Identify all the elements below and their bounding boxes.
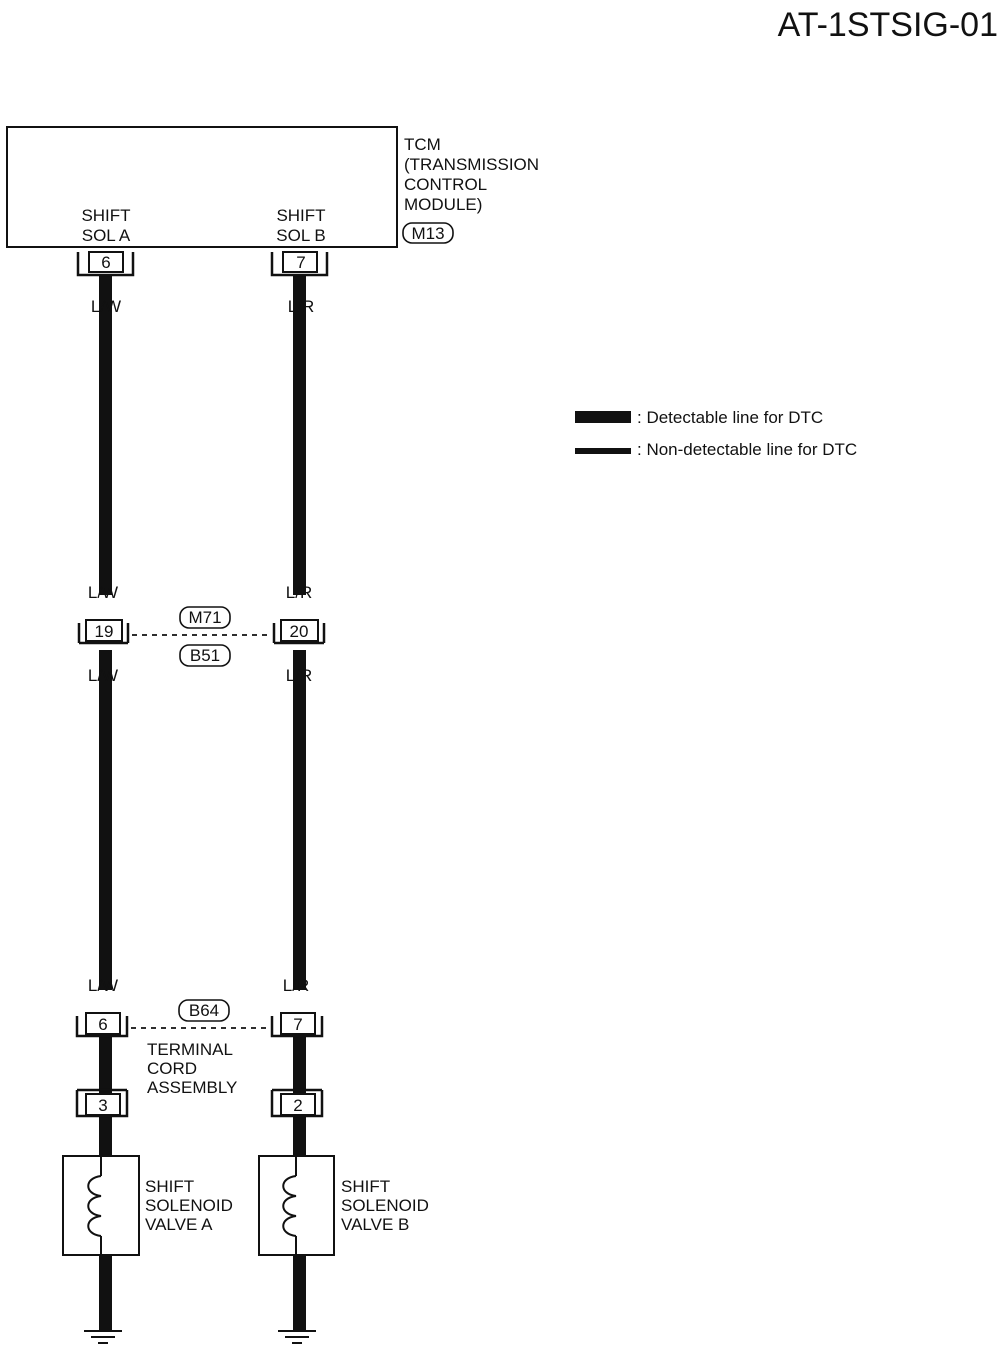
valve-b-label-3: VALVE B	[341, 1215, 409, 1234]
valve-connector-b: 2	[270, 1088, 324, 1118]
wire-b-color-1: L/R	[288, 297, 314, 316]
coil-b-icon	[282, 1175, 297, 1237]
connector-tcm-pin-b: 7	[270, 251, 329, 277]
ground-a-icon	[84, 1330, 122, 1344]
legend-non-detectable-swatch	[575, 448, 631, 454]
solenoid-valve-a	[62, 1155, 140, 1256]
tcm-pin-b-label-1: SHIFT	[276, 206, 325, 225]
wire-a	[99, 275, 112, 1330]
tcm-terminal-a: 6	[101, 253, 110, 272]
terminal-cord-id: B64	[189, 1001, 219, 1020]
wire-a-color-1: L/W	[91, 297, 121, 316]
tcm-name-line-4: MODULE)	[404, 195, 482, 214]
tcm-connector-id: M13	[411, 224, 444, 243]
terminal-cord-connector-a: 6	[75, 1012, 129, 1038]
tcm-terminal-b: 7	[296, 253, 305, 272]
wire-a-color-3: L/W	[88, 666, 118, 685]
joint-id-1: M71	[188, 608, 221, 627]
legend: : Detectable line for DTC : Non-detectab…	[575, 408, 857, 459]
valve-b-label-2: SOLENOID	[341, 1196, 429, 1215]
terminal-cord-connector-b: 7	[270, 1012, 324, 1038]
valve-terminal-b: 2	[293, 1096, 302, 1115]
page-id: AT-1STSIG-01	[778, 6, 998, 44]
valve-connector-a: 3	[75, 1088, 129, 1118]
tcm-pin-b-label-2: SOL B	[276, 226, 325, 245]
wire-a-color-4: L/W	[88, 976, 118, 995]
legend-detectable-swatch	[575, 411, 631, 423]
joint-terminal-a: 19	[95, 622, 114, 641]
wire-b-color-4: L/R	[283, 976, 309, 995]
solenoid-valve-b	[258, 1155, 335, 1256]
joint-connector-a: 19	[77, 619, 130, 645]
valve-a-label-1: SHIFT	[145, 1177, 194, 1196]
wire-b-color-3: L/R	[286, 666, 312, 685]
terminal-cord-label-1: TERMINAL	[147, 1040, 233, 1059]
valve-a-label-2: SOLENOID	[145, 1196, 233, 1215]
terminal-cord-terminal-b: 7	[293, 1015, 302, 1034]
tcm-box	[6, 126, 398, 248]
ground-b-icon	[278, 1330, 316, 1344]
wire-a-color-2: L/W	[88, 583, 118, 602]
terminal-cord-id-badge	[178, 999, 230, 1022]
terminal-cord-label-3: ASSEMBLY	[147, 1078, 237, 1097]
tcm-name-line-1: TCM	[404, 135, 441, 154]
tcm-connector-badge	[402, 222, 454, 244]
legend-detectable-text: : Detectable line for DTC	[637, 408, 823, 427]
connector-tcm-pin-a: 6	[76, 251, 135, 277]
tcm-name-line-2: (TRANSMISSION	[404, 155, 539, 174]
joint-connector-b: 20	[272, 619, 326, 645]
wire-b-color-2: L/R	[286, 583, 312, 602]
terminal-cord-label-2: CORD	[147, 1059, 197, 1078]
wire-b	[293, 275, 306, 1330]
valve-terminal-a: 3	[98, 1096, 107, 1115]
legend-non-detectable-text: : Non-detectable line for DTC	[637, 440, 857, 459]
tcm-pin-a-label-1: SHIFT	[81, 206, 130, 225]
joint-id-badge-2	[179, 644, 231, 667]
joint-id-badge-1	[179, 606, 231, 629]
joint-terminal-b: 20	[290, 622, 309, 641]
tcm-pin-a-label-2: SOL A	[82, 226, 131, 245]
valve-b-label-1: SHIFT	[341, 1177, 390, 1196]
valve-a-label-3: VALVE A	[145, 1215, 213, 1234]
coil-a-icon	[87, 1175, 102, 1237]
terminal-cord-terminal-a: 6	[98, 1015, 107, 1034]
joint-id-2: B51	[190, 646, 220, 665]
tcm-name-line-3: CONTROL	[404, 175, 487, 194]
